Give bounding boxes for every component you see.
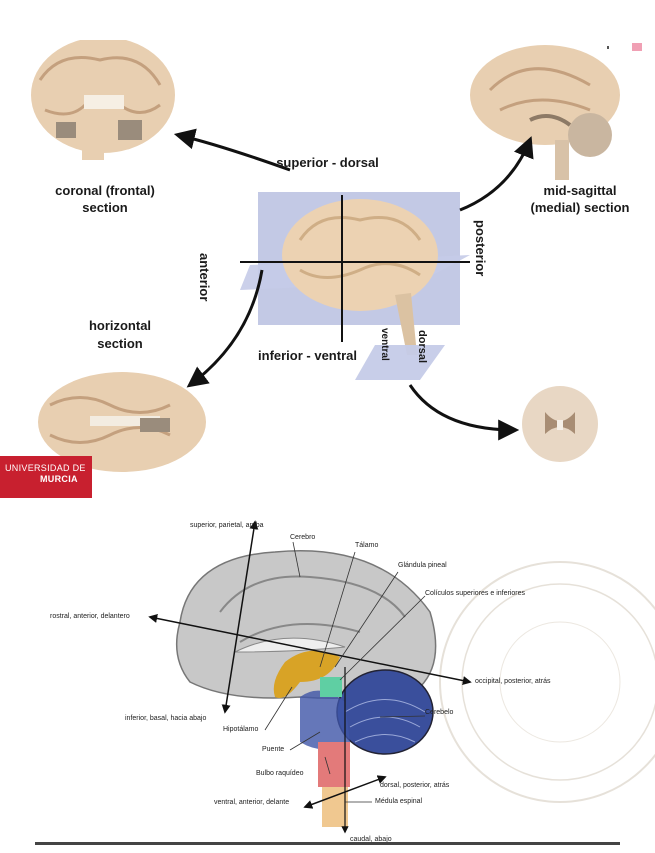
inferior-axis-label: inferior, basal, hacia abajo xyxy=(125,715,207,722)
horizontal-section-label: section xyxy=(97,336,143,351)
horizontal-section-image xyxy=(38,372,206,472)
logo-line2: MURCIA xyxy=(40,474,78,484)
medula-label: Médula espinal xyxy=(375,798,423,805)
mid-sagittal-label: mid-sagittal xyxy=(543,183,617,198)
coronal-label: coronal (frontal) xyxy=(55,183,155,198)
horizontal-label: horizontal xyxy=(88,318,152,333)
cerebelo-label: Cerebelo xyxy=(425,709,454,716)
bottom-rule xyxy=(35,842,620,845)
coronal-section-image xyxy=(31,37,175,160)
brain-planes-diagram xyxy=(31,37,642,472)
spinal-cord-section-image xyxy=(522,386,598,462)
inferior-ventral-label: inferior - ventral xyxy=(258,348,357,363)
section-planes xyxy=(240,192,470,380)
superior-dorsal-label: superior - dorsal xyxy=(276,155,379,170)
glandula-pineal-label: Glándula pineal xyxy=(398,562,447,569)
rostral-axis-label: rostral, anterior, delantero xyxy=(50,613,130,620)
occipital-axis-label: occipital, posterior, atrás xyxy=(475,678,551,685)
coronal-section-label: section xyxy=(82,200,128,215)
medial-section-label: (medial) section xyxy=(530,200,630,215)
anterior-label: anterior xyxy=(197,253,212,302)
dorsal-axis-label: dorsal, posterior, atrás xyxy=(380,782,450,789)
cerebro-label: Cerebro xyxy=(290,534,316,541)
superior-axis-label: superior, parietal, arriba xyxy=(190,522,264,529)
caudal-axis-label: caudal, abajo xyxy=(350,836,392,843)
mid-sagittal-section-image xyxy=(470,45,620,180)
coliculos-label: Colículos superiores e inferiores xyxy=(425,590,525,597)
hipotalamo-label: Hipotálamo xyxy=(223,726,259,733)
ventral-axis-label: ventral, anterior, delante xyxy=(214,799,290,806)
ventral-label: ventral xyxy=(379,328,390,361)
talamo-label: Tálamo xyxy=(355,542,379,549)
cerebellum-shape xyxy=(336,669,434,755)
puente-label: Puente xyxy=(262,746,285,753)
logo-line1: UNIVERSIDAD DE xyxy=(5,463,86,473)
university-logo: UNIVERSIDAD DE MURCIA xyxy=(0,456,92,498)
dorsal-label: dorsal xyxy=(416,330,428,364)
posterior-label: posterior xyxy=(473,220,488,277)
colliculi-shape xyxy=(320,677,342,697)
brain-anatomy-figure: superior, parietal, arriba Cerebro Tálam… xyxy=(0,502,655,848)
bulbo-label: Bulbo raquídeo xyxy=(256,770,304,777)
brain-anatomy-diagram xyxy=(148,520,655,834)
brain-planes-figure: coronal (frontal) section superior - dor… xyxy=(0,37,655,502)
